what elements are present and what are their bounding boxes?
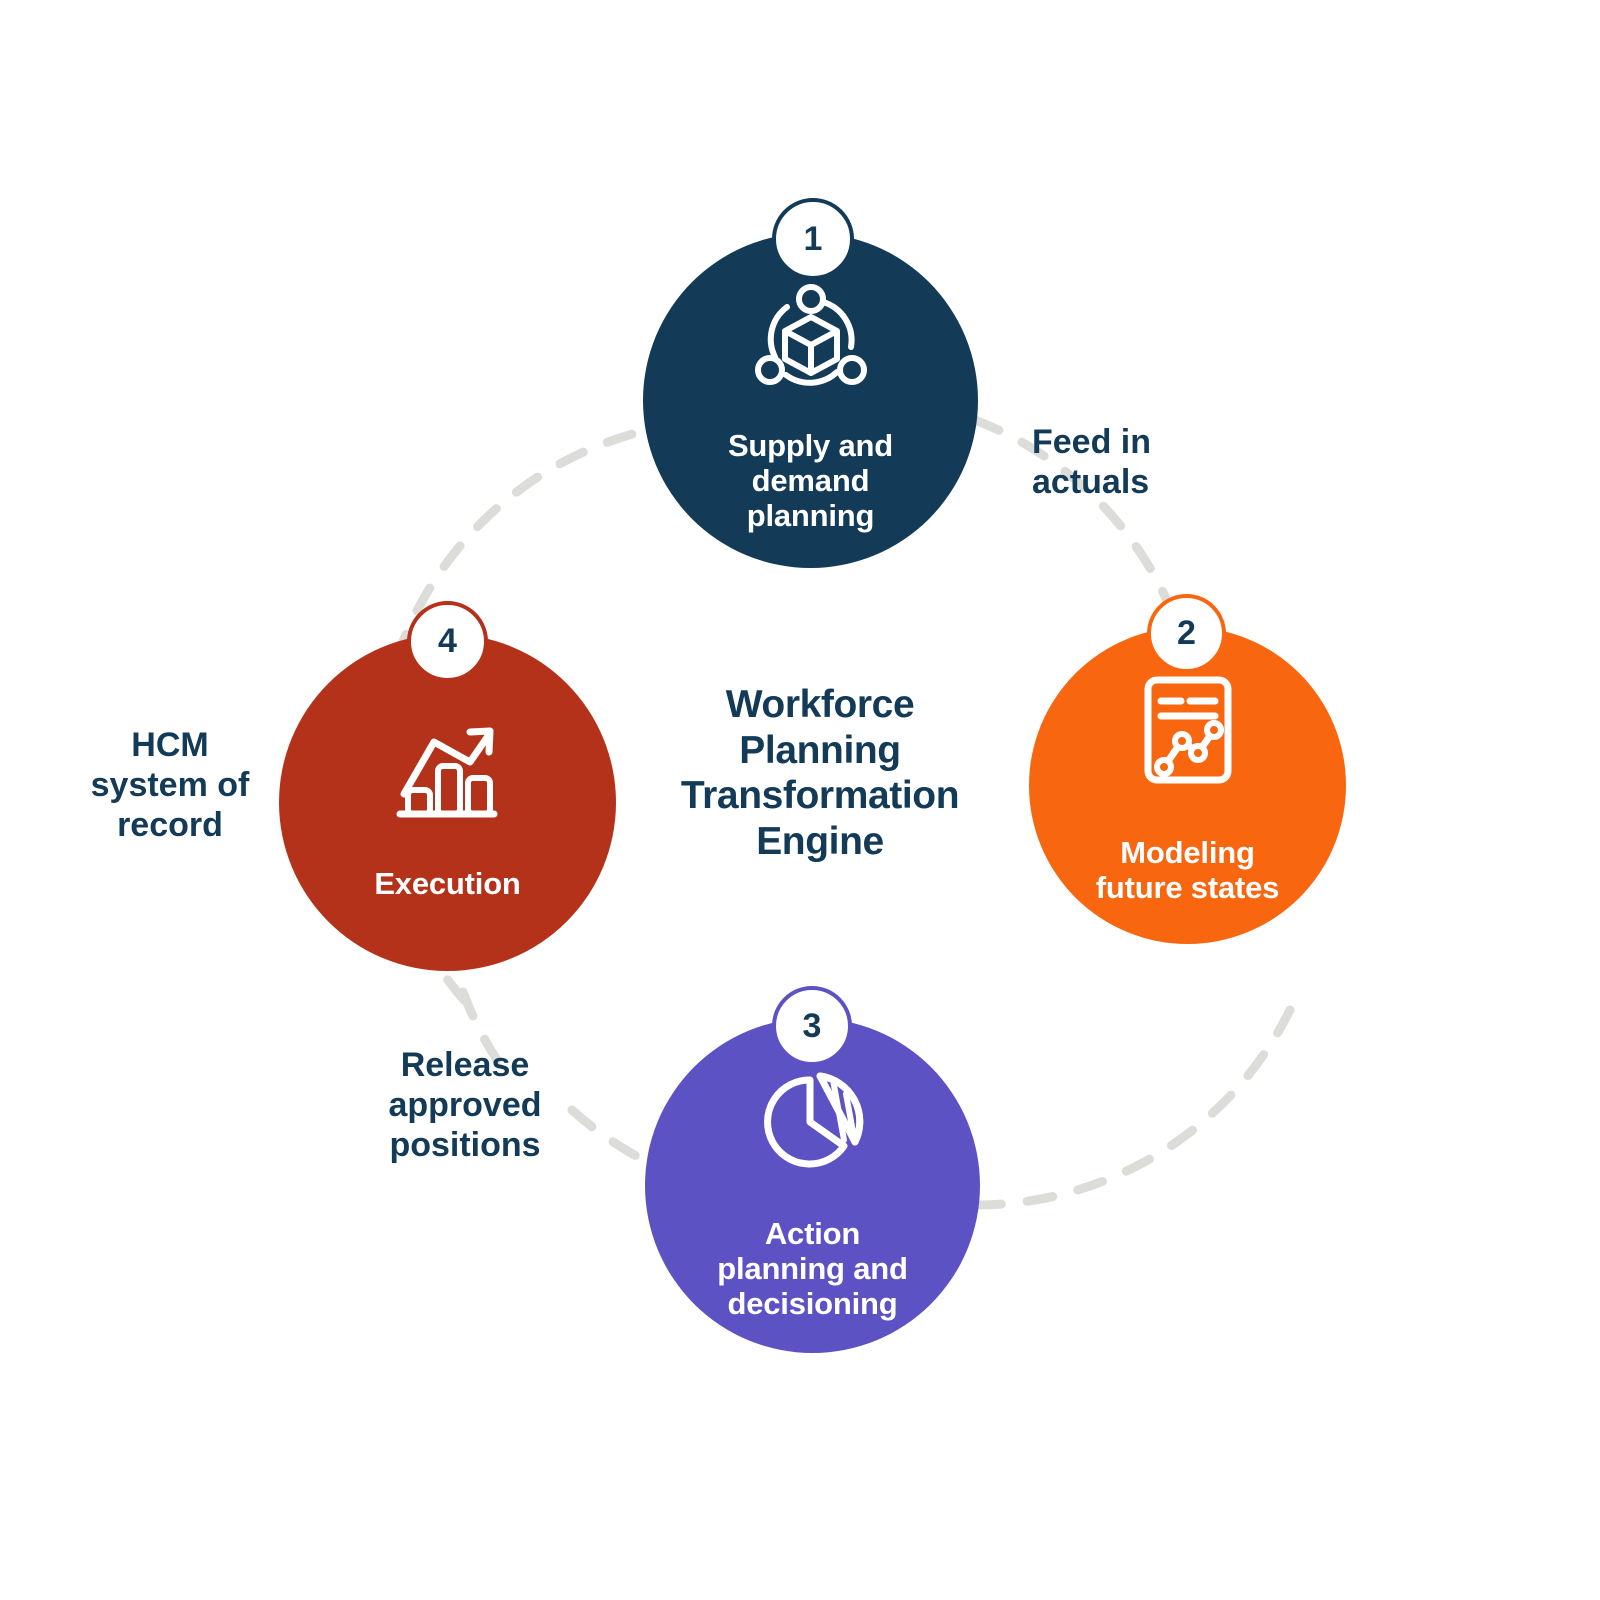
connector-arc-3-to-4-lower [567,1105,665,1173]
diagram-center-title: Workforce Planning Transformation Engine [680,683,960,863]
badge-number: 2 [1177,614,1196,652]
node-label: Execution [374,866,521,901]
connector-arc-3-to-4-upper [458,987,502,1065]
node-action-planning-and-decisioning[interactable]: Action planning and decisioning [645,1018,980,1353]
badge-number: 1 [803,219,823,258]
node-execution[interactable]: Execution [279,634,616,971]
node-label: Action planning and decisioning [717,1216,908,1322]
node-label: Modeling future states [1095,835,1280,906]
node-supply-and-demand-planning[interactable]: Supply and demand planning [643,233,978,568]
node-badge-1: 1 [772,198,854,280]
pie-chart-icon [763,1072,863,1168]
node-modeling-future-states[interactable]: Modeling future states [1029,627,1346,944]
connector-label-feed-in-actuals: Feed in actuals [1032,423,1152,501]
document-line-chart-icon [1144,676,1231,784]
badge-number: 4 [438,622,457,660]
badge-number: 3 [802,1006,822,1045]
node-badge-4: 4 [407,601,488,682]
cube-network-icon [754,284,867,386]
node-badge-2: 2 [1147,594,1226,673]
node-label: Supply and demand planning [727,428,894,534]
bar-chart-growth-icon [396,727,497,818]
connector-arc-2-to-3 [975,1005,1295,1210]
connector-label-release-approved-positions: Release approved positions [388,1046,542,1164]
node-badge-3: 3 [772,986,852,1066]
connector-label-hcm-system-of-record: HCM system of record [90,726,250,844]
